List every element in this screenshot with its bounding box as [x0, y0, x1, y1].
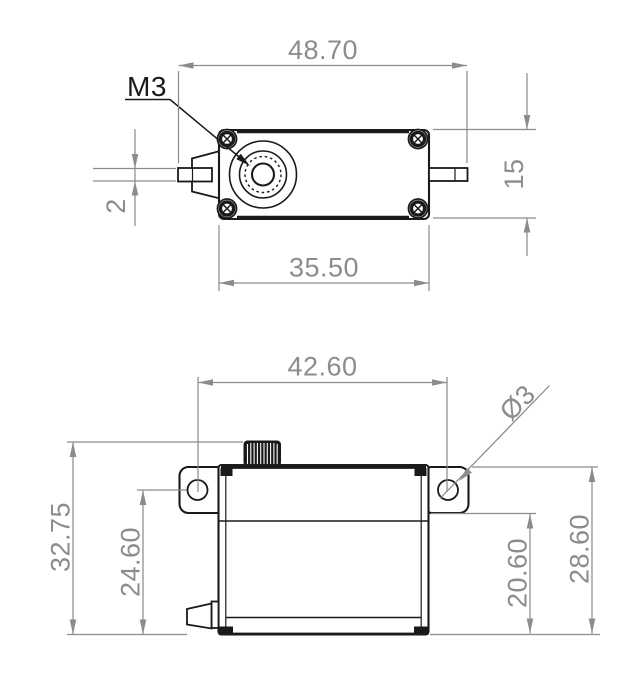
top-view: M3 48.70 15 — [93, 35, 536, 291]
mounting-screw-bottom-left — [215, 197, 239, 220]
dim-hole-center-height: 24.60 — [116, 489, 187, 635]
top-clip-left — [220, 468, 233, 476]
mounting-screw-top-right — [406, 127, 430, 151]
mounting-screw-bottom-right — [406, 197, 430, 220]
dim-overall-height: 32.75 — [46, 441, 600, 636]
connector-band-side — [210, 600, 220, 629]
connector-boot-side — [186, 602, 213, 630]
potentiometer-knob — [243, 440, 281, 467]
leader-line — [169, 98, 245, 162]
thread-circle — [244, 155, 282, 194]
output-shaft — [228, 140, 298, 209]
connector-tab — [177, 167, 213, 183]
dim-body-width: 35.50 — [218, 225, 430, 291]
dim-overall-width: 48.70 — [177, 35, 468, 163]
dim-tab-thickness: 2 — [93, 129, 176, 226]
shaft-screw-hole — [250, 162, 276, 187]
dim-label-hole-spacing: 42.60 — [287, 352, 357, 382]
top-clip-right — [414, 468, 427, 476]
dim-label-overall-width: 48.70 — [288, 35, 358, 65]
dim-body-height: 15 — [433, 73, 536, 256]
side-view: 42.60 Ø3 32.75 24.60 — [46, 352, 600, 636]
dim-flange-to-bottom: 28.60 — [472, 466, 598, 634]
thread-label: M3 — [127, 71, 167, 102]
dim-hole-spacing: 42.60 — [197, 352, 448, 492]
dim-label-tab-thickness: 2 — [101, 198, 131, 214]
dim-label-hole-diameter: Ø3 — [494, 379, 541, 426]
bottom-foot-right — [414, 626, 428, 634]
dim-label-body-below-flange: 20.60 — [503, 538, 533, 608]
dim-label-overall-height: 32.75 — [46, 502, 76, 572]
leader-arrowhead — [236, 153, 250, 166]
bottom-foot-left — [219, 626, 233, 634]
dim-label-flange-to-bottom: 28.60 — [565, 514, 595, 584]
mounting-screw-top-left — [215, 127, 239, 151]
dim-label-body-width: 35.50 — [289, 253, 359, 283]
thread-callout: M3 — [125, 71, 250, 166]
servo-body-side — [217, 463, 430, 636]
dim-label-body-height: 15 — [499, 158, 529, 189]
dim-label-hole-center-height: 24.60 — [116, 527, 146, 597]
dim-body-below-flange: 20.60 — [431, 512, 536, 634]
output-tab-right — [428, 167, 469, 182]
